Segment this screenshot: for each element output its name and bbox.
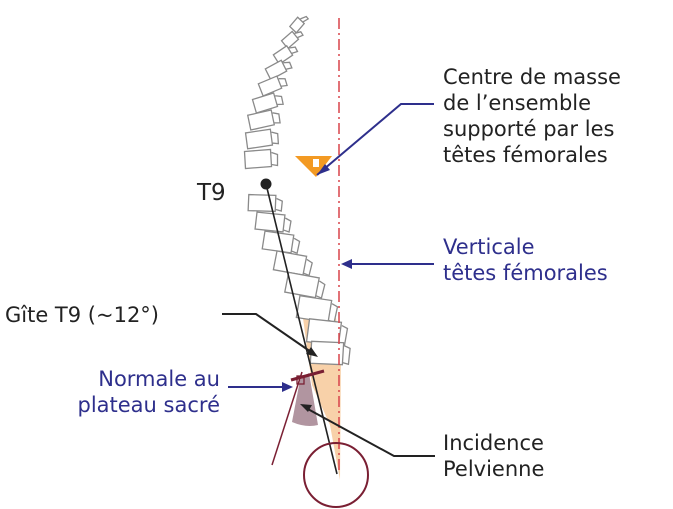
vertebra <box>272 43 298 65</box>
vertical-label-line-1: Verticale <box>443 234 608 260</box>
center-of-mass-notch <box>313 159 319 167</box>
t9-tilt-label-text: Gîte T9 (~12°) <box>5 302 159 328</box>
center-of-mass-label: Centre de masse de l’ensemble supporté p… <box>443 64 621 168</box>
center-of-mass-label-line-3: supporté par les <box>443 116 621 142</box>
vertical-label: Verticale têtes fémorales <box>443 234 608 286</box>
vertebra <box>280 28 304 50</box>
t9-label-text: T9 <box>197 180 226 206</box>
sacral-normal-label-line-1: Normale au <box>20 366 220 392</box>
vertebra <box>288 13 310 34</box>
t9-tilt-label: Gîte T9 (~12°) <box>5 302 159 328</box>
pelvic-incidence-label-line-2: Pelvienne <box>443 456 544 482</box>
center-of-mass-leader <box>317 104 434 175</box>
vertical-arrowhead <box>341 259 352 269</box>
vertebra <box>252 92 284 114</box>
sacral-normal-arrowhead <box>282 382 293 392</box>
pelvic-incidence-label-line-1: Incidence <box>443 430 544 456</box>
vertebra <box>245 150 278 169</box>
t9-tilt-leader <box>222 314 311 352</box>
pelvic-incidence-label: Incidence Pelvienne <box>443 430 544 482</box>
vertebra <box>265 58 293 80</box>
vertebra <box>247 109 280 130</box>
sacral-normal-label-line-2: plateau sacré <box>20 392 220 418</box>
sacral-normal-label: Normale au plateau sacré <box>20 366 220 418</box>
center-of-mass-label-line-2: de l’ensemble <box>443 90 621 116</box>
vertebra <box>245 129 278 149</box>
vertical-label-line-2: têtes fémorales <box>443 260 608 286</box>
t9-point <box>261 179 272 190</box>
center-of-mass-label-line-1: Centre de masse <box>443 64 621 90</box>
vertebra <box>247 193 283 214</box>
center-of-mass-label-line-4: têtes fémorales <box>443 142 621 168</box>
t9-label: T9 <box>197 180 226 206</box>
incidence-leader <box>306 408 435 456</box>
